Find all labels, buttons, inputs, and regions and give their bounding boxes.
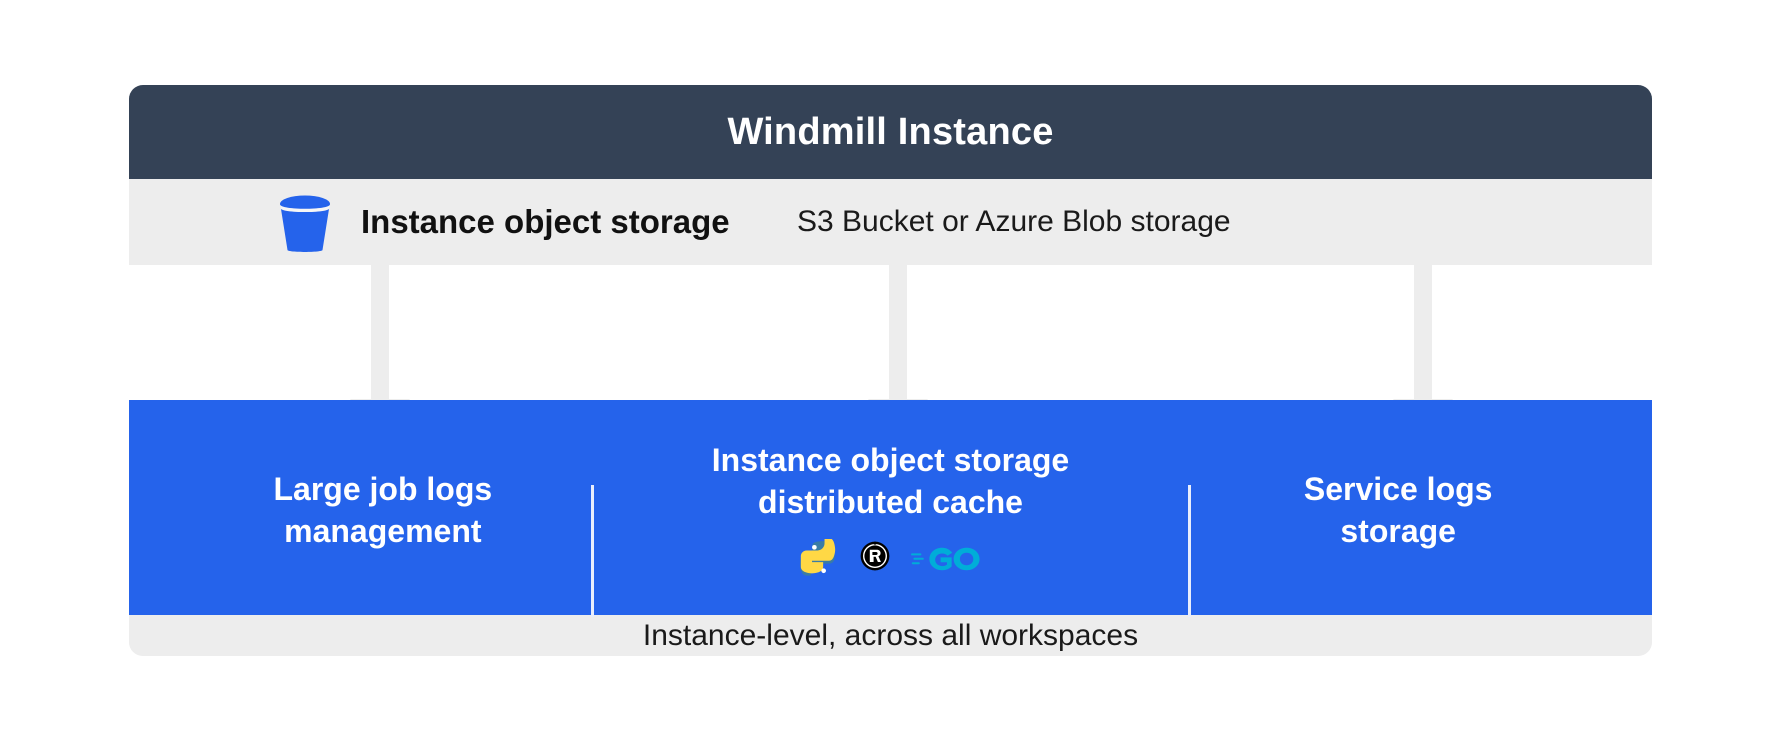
windmill-instance-card: Windmill Instance Instance object storag… xyxy=(129,85,1652,656)
feature-service-logs-storage[interactable]: Service logs storage xyxy=(1144,400,1652,615)
s3-bucket-icon xyxy=(276,193,334,253)
feature-divider-2 xyxy=(1188,485,1191,617)
python-icon xyxy=(799,539,839,579)
footer-text: Instance-level, across all workspaces xyxy=(642,618,1139,652)
feature-large-job-logs-management[interactable]: Large job logs management xyxy=(129,400,637,615)
instance-object-storage-sublabel: S3 Bucket or Azure Blob storage xyxy=(797,205,1231,238)
arrow-shaft xyxy=(371,265,389,400)
feature-title: Service logs storage xyxy=(1303,470,1493,549)
feature-title: Instance object storage distributed cach… xyxy=(711,441,1070,520)
language-logos xyxy=(799,537,983,581)
arrow-shaft xyxy=(889,265,907,400)
instance-object-storage-row: Instance object storage S3 Bucket or Azu… xyxy=(129,179,1652,265)
connector-gap xyxy=(129,265,1652,439)
feature-divider-1 xyxy=(591,485,594,617)
feature-instance-object-storage-distributed-cache[interactable]: Instance object storage distributed cach… xyxy=(637,400,1145,615)
features-band: Large job logs management Instance objec… xyxy=(129,400,1652,617)
feature-title: Large job logs management xyxy=(273,470,493,549)
rust-icon xyxy=(855,539,895,579)
page-title: Windmill Instance xyxy=(727,111,1054,153)
instance-header: Windmill Instance xyxy=(129,85,1652,179)
instance-scope-footer: Instance-level, across all workspaces xyxy=(129,615,1652,656)
go-icon xyxy=(910,543,983,575)
instance-object-storage-label: Instance object storage xyxy=(361,203,730,240)
arrow-shaft xyxy=(1414,265,1432,400)
